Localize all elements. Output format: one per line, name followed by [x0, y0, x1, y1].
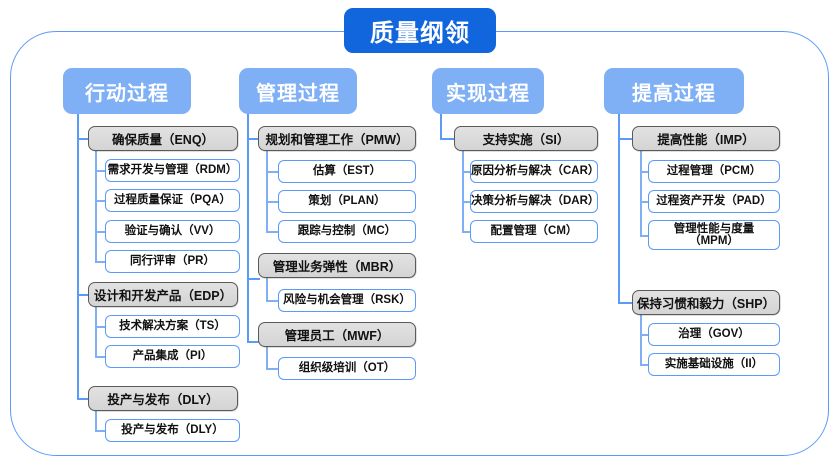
connector-col1-g2 [247, 341, 260, 343]
item-box-col1-g1-i0[interactable]: 风险与机会管理（RSK） [278, 289, 416, 312]
group-box-col1-g1[interactable]: 管理业务弹性（MBR） [258, 253, 416, 278]
connector-col1-g1-trunk [266, 278, 268, 301]
connector-col0-g0-i1 [95, 200, 107, 202]
connector-col1-g0-i0 [266, 171, 280, 173]
connector-col1-g2-i0 [266, 368, 280, 370]
connector-col1-g0-i2 [266, 231, 280, 233]
connector-col3-g1-i1 [640, 364, 650, 366]
connector-col0-stem [77, 114, 79, 138]
connector-col0-g1-trunk [95, 307, 97, 356]
connector-col3-stem [618, 114, 620, 138]
connector-col2-g0-i2 [462, 231, 472, 233]
connector-col2-stem [440, 114, 442, 138]
connector-col2-g0-i1 [462, 201, 472, 203]
connector-col3-g1-trunk [640, 315, 642, 364]
connector-col3-g0-i2 [640, 235, 650, 237]
item-box-col1-g0-i0[interactable]: 估算（EST） [278, 160, 416, 183]
item-box-col1-g0-i1[interactable]: 策划（PLAN） [278, 190, 416, 213]
group-box-col0-g2[interactable]: 投产与发布（DLY） [88, 386, 238, 411]
item-box-col0-g1-i0[interactable]: 技术解决方案（TS） [105, 315, 240, 338]
item-box-col0-g1-i1[interactable]: 产品集成（PI） [105, 345, 240, 368]
column-header-0[interactable]: 行动过程 [63, 68, 191, 114]
diagram-title: 质量纲领 [344, 8, 496, 53]
connector-col3-g0-trunk [640, 151, 642, 235]
connector-col3-g0-i0 [640, 171, 650, 173]
column-header-1[interactable]: 管理过程 [239, 68, 357, 114]
item-box-col1-g0-i2[interactable]: 跟踪与控制（MC） [278, 220, 416, 243]
item-box-col2-g0-i2[interactable]: 配置管理（CM） [470, 220, 598, 243]
connector-col1-g2-trunk [266, 347, 268, 369]
connector-col3-trunk [618, 138, 620, 302]
item-box-col0-g0-i1[interactable]: 过程质量保证（PQA） [105, 189, 240, 212]
connector-col1-stem [247, 114, 249, 138]
connector-col0-g1 [77, 294, 90, 296]
connector-col0-g0-i0 [95, 170, 107, 172]
item-box-col2-g0-i0[interactable]: 原因分析与解决（CAR） [470, 160, 599, 183]
group-box-col1-g0[interactable]: 规划和管理工作（PMW） [258, 126, 416, 151]
item-box-col2-g0-i1[interactable]: 决策分析与解决（DAR） [470, 190, 599, 213]
column-header-3[interactable]: 提高过程 [604, 68, 744, 114]
item-box-col3-g1-i0[interactable]: 治理（GOV） [648, 323, 780, 346]
connector-col2-g0 [440, 138, 456, 140]
connector-col0-g2 [77, 398, 90, 400]
item-box-col3-g0-i2[interactable]: 管理性能与度量 （MPM） [648, 220, 780, 250]
connector-col0-g1-i1 [95, 356, 107, 358]
item-box-col3-g1-i1[interactable]: 实施基础设施（II） [648, 353, 780, 376]
connector-col0-g0-i3 [95, 261, 107, 263]
item-box-col3-g0-i0[interactable]: 过程管理（PCM） [648, 160, 780, 183]
group-box-col2-g0[interactable]: 支持实施（SI） [454, 126, 598, 151]
connector-col3-g1 [618, 302, 634, 304]
connector-col0-g0 [77, 138, 90, 140]
connector-col2-g0-trunk [462, 151, 464, 231]
connector-col1-g1-i0 [266, 300, 280, 302]
group-box-col3-g1[interactable]: 保持习惯和毅力（SHP） [632, 290, 780, 315]
group-box-col0-g1[interactable]: 设计和开发产品（EDP） [88, 282, 238, 307]
item-box-col0-g0-i3[interactable]: 同行评审（PR） [105, 250, 240, 273]
connector-col1-g1 [247, 278, 260, 280]
connector-col2-g0-i0 [462, 171, 472, 173]
group-box-col3-g0[interactable]: 提高性能（IMP） [632, 126, 780, 151]
connector-col1-g0-i1 [266, 201, 280, 203]
item-box-col0-g2-i0[interactable]: 投产与发布（DLY） [105, 419, 240, 442]
connector-col1-trunk [247, 138, 249, 341]
connector-col3-g0-i1 [640, 201, 650, 203]
connector-col1-g0-trunk [266, 151, 268, 231]
connector-col3-g0 [618, 138, 634, 140]
item-box-col1-g2-i0[interactable]: 组织级培训（OT） [278, 357, 416, 380]
connector-col0-g1-i0 [95, 326, 107, 328]
item-box-col0-g0-i2[interactable]: 验证与确认（VV） [105, 220, 240, 243]
connector-col0-g2-trunk [95, 411, 97, 431]
column-header-2[interactable]: 实现过程 [432, 68, 544, 114]
connector-col0-g2-i0 [95, 430, 107, 432]
connector-col0-g0-i2 [95, 231, 107, 233]
item-box-col0-g0-i0[interactable]: 需求开发与管理（RDM） [105, 159, 240, 182]
group-box-col1-g2[interactable]: 管理员工（MWF） [258, 322, 416, 347]
connector-col1-g0 [247, 138, 260, 140]
group-box-col0-g0[interactable]: 确保质量（ENQ） [88, 126, 238, 151]
connector-col0-g0-trunk [95, 151, 97, 261]
item-box-col3-g0-i1[interactable]: 过程资产开发（PAD） [648, 190, 780, 213]
connector-col0-trunk [77, 138, 79, 398]
connector-col3-g1-i0 [640, 334, 650, 336]
